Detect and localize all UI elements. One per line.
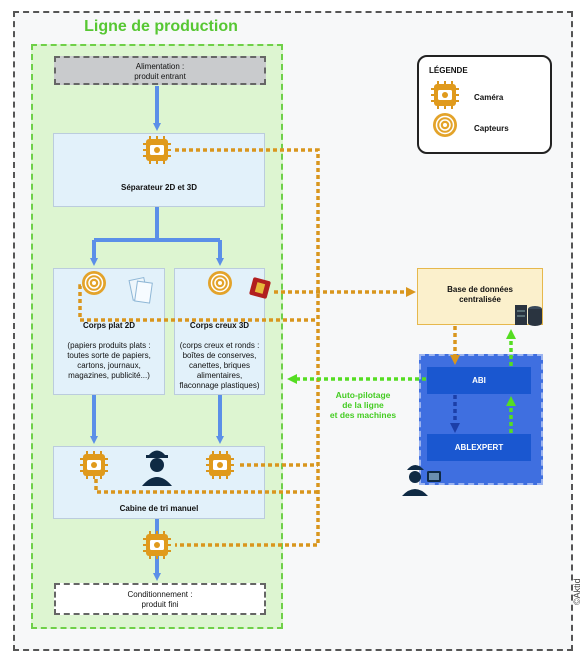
database-line2: centralisée [459, 295, 501, 304]
autopilot-line2: de la ligne [342, 400, 384, 410]
corps-creux-title: Corps creux 3D [189, 321, 250, 330]
corps-plat-desc: (papiers produits plats : toutes sorte d… [67, 341, 151, 380]
sensor-icon [207, 270, 233, 296]
data-lines [78, 148, 416, 547]
camera-icon [142, 530, 172, 560]
autopilot-line1: Auto-pilotage [335, 390, 391, 400]
conditionnement-line1: Conditionnement : [127, 590, 193, 599]
sensor-icon [81, 270, 107, 296]
legend-camera-icon [430, 80, 460, 110]
paper-icon [128, 276, 153, 304]
alimentation-box: Alimentation : produit entrant [54, 56, 266, 85]
server-icon [515, 305, 542, 326]
alimentation-line1: Alimentation : [135, 62, 185, 71]
corps-plat-title: Corps plat 2D [82, 321, 135, 330]
ablexpert-label: ABLEXPERT [454, 443, 504, 452]
worker-icon [142, 450, 172, 486]
legend-sensor-label: Capteurs [474, 124, 509, 133]
alimentation-line2: produit entrant [134, 72, 186, 81]
legend-sensor-icon [432, 112, 458, 138]
ablexpert-box: ABLEXPERT [427, 434, 531, 461]
legend-title: LÉGENDE [429, 66, 468, 75]
autopilot-line3: et des machines [329, 410, 397, 420]
cabine-label: Cabine de tri manuel [119, 504, 199, 513]
separateur-label: Séparateur 2D et 3D [120, 183, 198, 192]
conditionnement-line2: produit fini [141, 600, 179, 609]
can-icon [249, 277, 271, 299]
expert-icon [402, 465, 441, 496]
data-line-cameras [175, 148, 320, 547]
camera-icon [79, 450, 109, 480]
abi-box: ABI [427, 367, 531, 394]
conditionnement-box: Conditionnement : produit fini [54, 583, 266, 615]
production-line-title: Ligne de production [84, 18, 238, 35]
corps-creux-desc: (corps creux et ronds : boîtes de conser… [179, 341, 260, 390]
database-line1: Base de données [447, 285, 513, 294]
legend-camera-label: Caméra [474, 93, 504, 102]
abi-label: ABI [472, 376, 486, 385]
corps-plat-box: Corps plat 2D (papiers produits plats : … [53, 268, 165, 395]
control-lines [287, 329, 516, 433]
camera-icon [142, 135, 172, 165]
camera-icon [205, 450, 235, 480]
autopilot-label: Auto-pilotage de la ligne et des machine… [318, 390, 408, 420]
